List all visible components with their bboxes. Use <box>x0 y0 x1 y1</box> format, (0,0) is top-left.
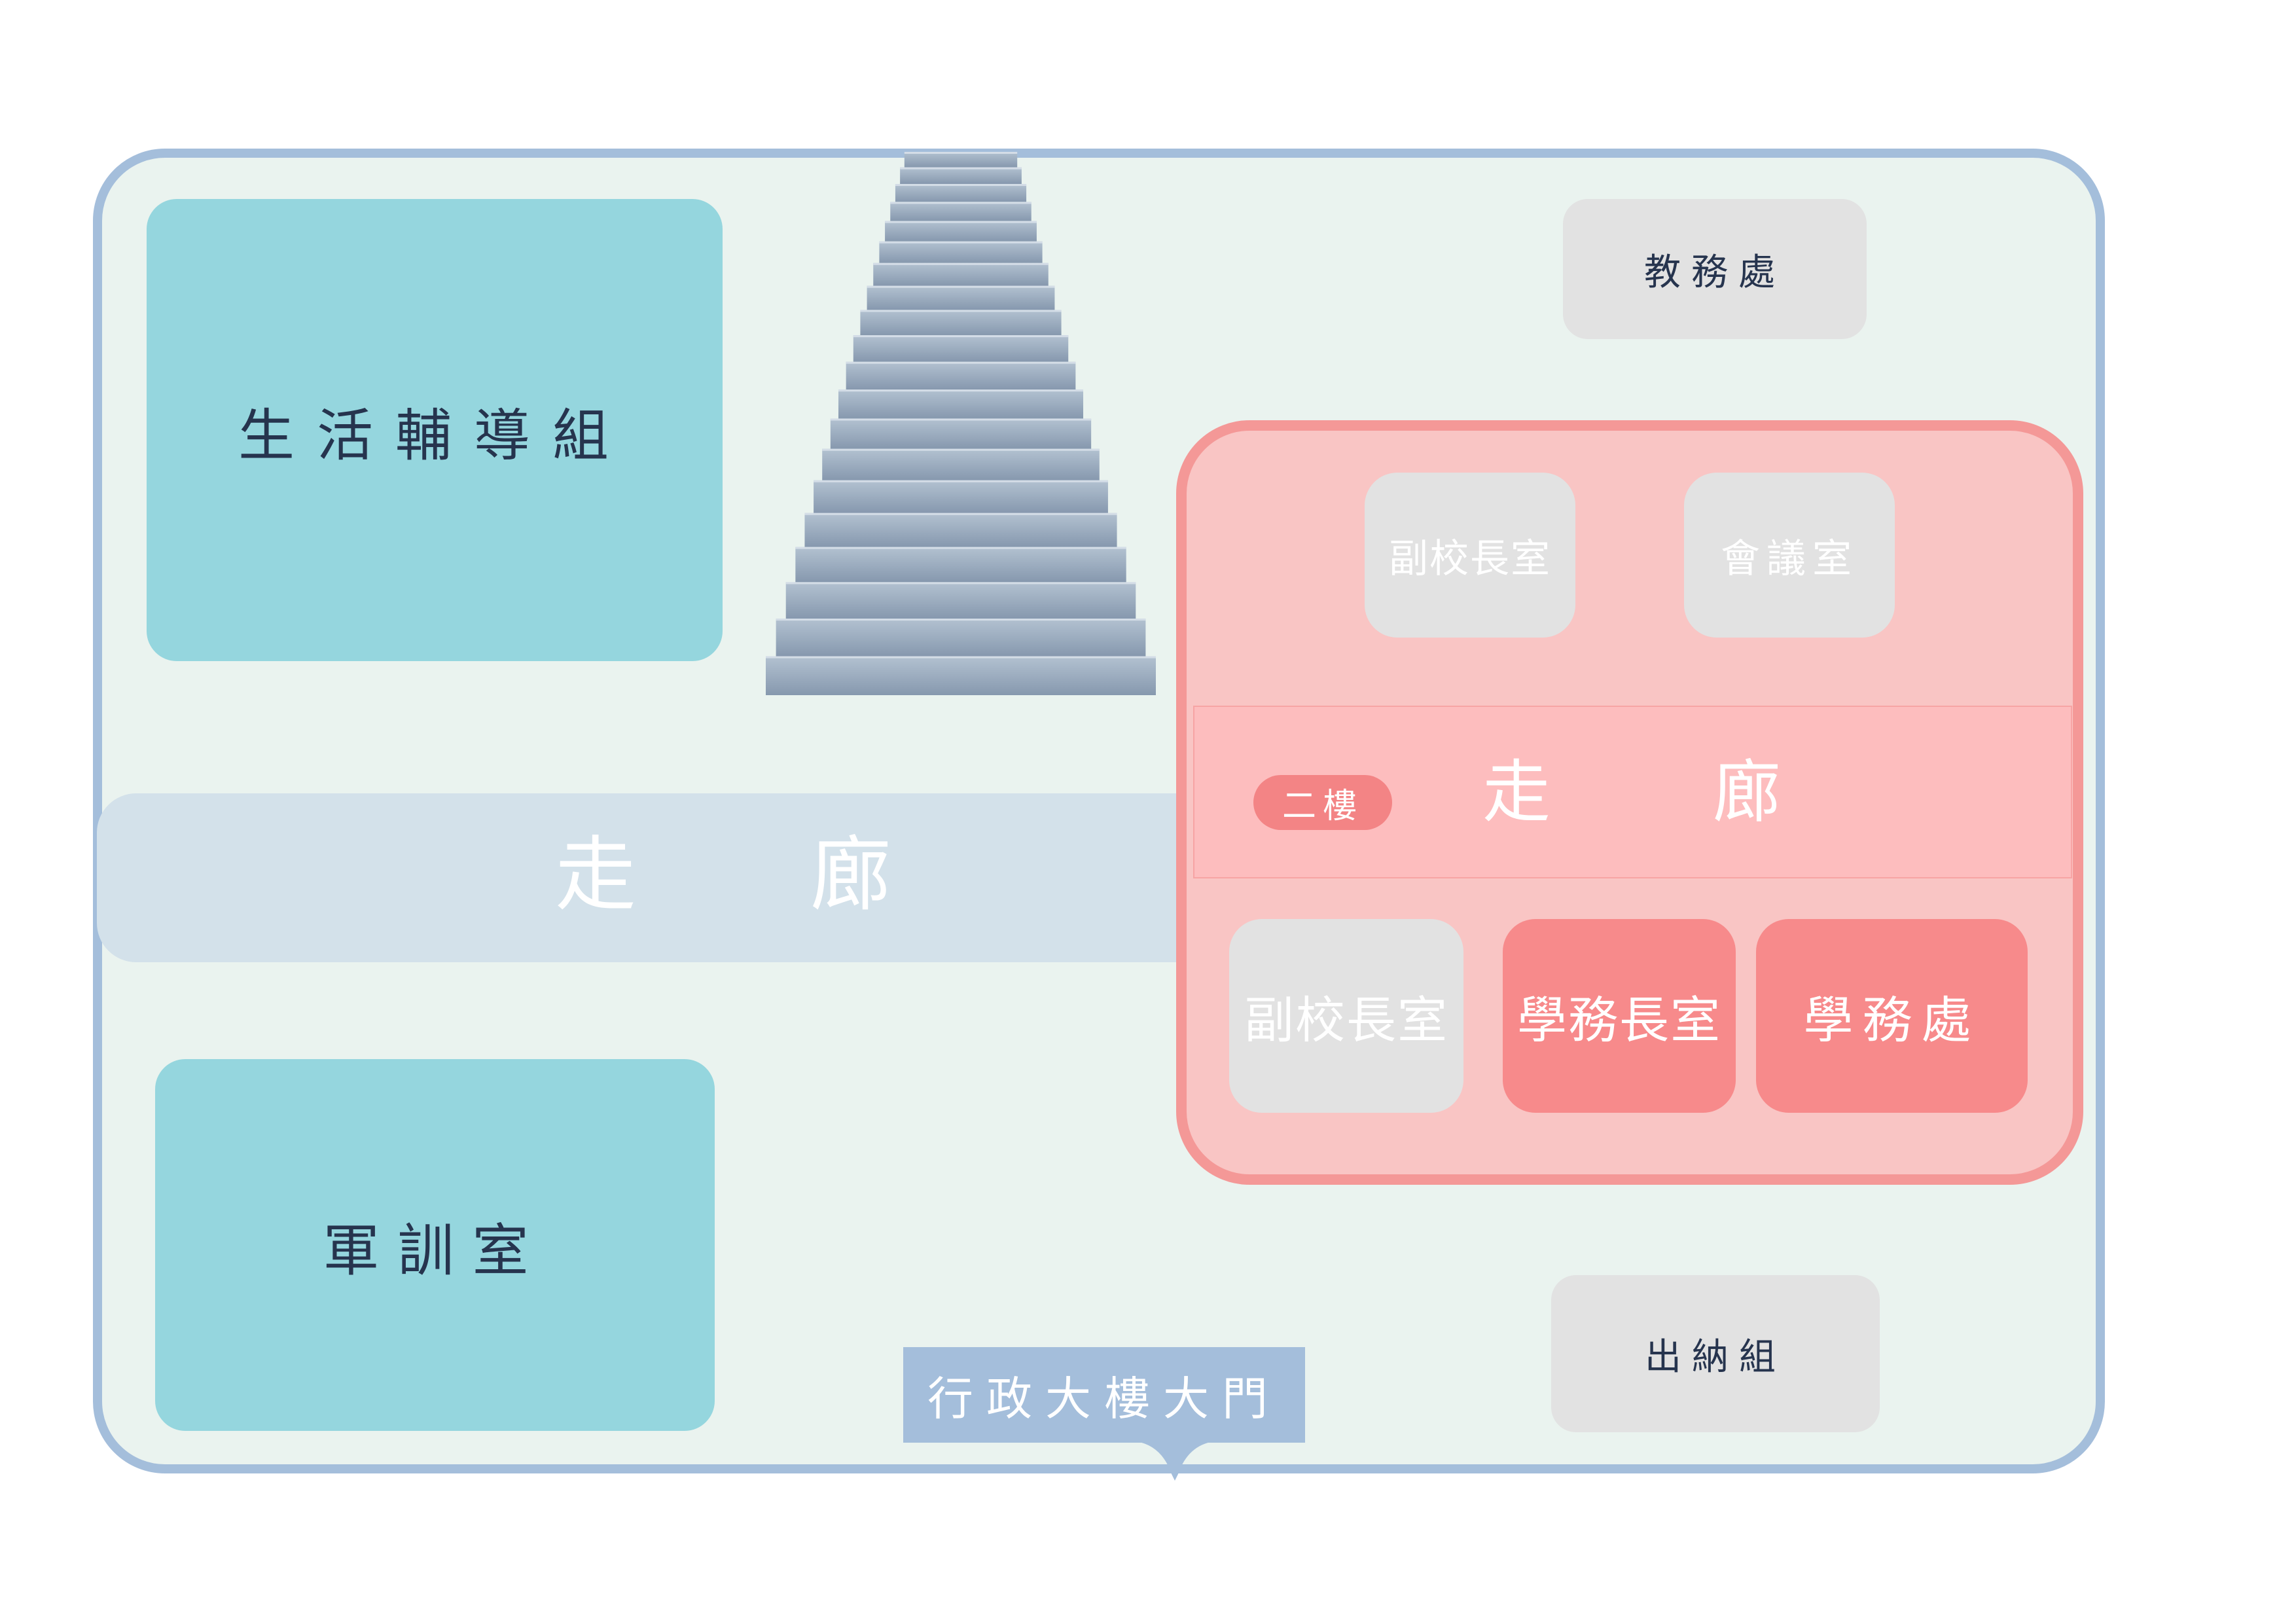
stair-step-edge <box>885 221 1037 223</box>
stair-step-edge <box>838 389 1084 392</box>
room-meeting[interactable]: 會議室 <box>1684 473 1895 638</box>
entrance-label[interactable]: 行政大樓大門 <box>903 1347 1305 1443</box>
corridor-label-char-2: 廊 <box>810 828 892 922</box>
room-vice-principal-upper[interactable]: 副校長室 <box>1365 473 1575 638</box>
entrance-text: 行政大樓大門 <box>927 1371 1281 1426</box>
room-vice-principal-lower[interactable]: 副校長室 <box>1229 919 1463 1113</box>
corridor-ground-floor: 走 廊 <box>97 793 1183 962</box>
staircase-icon <box>766 152 1156 695</box>
stair-step <box>846 361 1076 390</box>
room-military-training[interactable]: 軍訓室 <box>155 1059 715 1431</box>
stair-step-edge <box>822 448 1100 451</box>
room-life-guidance[interactable]: 生活輔導組 <box>147 199 723 661</box>
corridor-label-char-1: 走 <box>1482 752 1551 832</box>
pointer-icon <box>1116 1441 1234 1481</box>
stair-step <box>766 656 1156 695</box>
stair-step <box>814 480 1108 513</box>
stair-step-edge <box>867 285 1055 288</box>
stair-step <box>853 335 1069 362</box>
stair-step <box>830 418 1092 449</box>
room-label: 教務處 <box>1644 251 1785 294</box>
stair-step <box>860 310 1062 336</box>
stair-step <box>804 513 1117 547</box>
stair-step-edge <box>795 547 1126 549</box>
corridor-label-char-1: 走 <box>555 828 637 922</box>
stair-step-edge <box>785 582 1136 585</box>
room-label: 學務長室 <box>1517 991 1721 1049</box>
room-label: 副校長室 <box>1389 535 1551 582</box>
room-cashier[interactable]: 出納組 <box>1551 1275 1880 1432</box>
stair-step <box>822 448 1100 480</box>
floor-badge-label: 二樓 <box>1282 786 1363 826</box>
stair-step <box>879 241 1043 263</box>
stair-step-edge <box>879 241 1043 244</box>
stair-step-edge <box>804 513 1117 515</box>
stair-step-edge <box>853 335 1069 338</box>
stair-step <box>885 221 1037 242</box>
stair-step-edge <box>904 152 1018 154</box>
stair-step-edge <box>860 310 1062 312</box>
stair-step-edge <box>830 418 1092 421</box>
stair-step <box>838 389 1084 419</box>
corridor-second-floor: 走 廊 <box>1193 706 2072 878</box>
corridor-label-char-2: 廊 <box>1713 752 1782 832</box>
stair-step <box>867 285 1055 310</box>
stair-step <box>895 184 1027 202</box>
room-label: 出納組 <box>1645 1335 1786 1379</box>
stair-step <box>900 167 1022 185</box>
stair-step <box>795 547 1126 583</box>
stair-step <box>873 262 1049 286</box>
stair-step-edge <box>766 656 1156 659</box>
stair-step-edge <box>776 619 1146 621</box>
stair-step <box>785 582 1136 619</box>
room-academic-affairs[interactable]: 教務處 <box>1563 199 1867 339</box>
stair-step-edge <box>814 480 1108 482</box>
stair-step <box>776 619 1146 657</box>
floor-badge: 二樓 <box>1253 775 1392 830</box>
stair-step-edge <box>895 184 1027 187</box>
room-label: 學務處 <box>1803 991 1981 1049</box>
room-student-affairs[interactable]: 學務處 <box>1756 919 2028 1113</box>
room-dean-students[interactable]: 學務長室 <box>1503 919 1736 1113</box>
room-label: 生活輔導組 <box>238 403 631 469</box>
room-label: 副校長室 <box>1244 991 1448 1049</box>
stair-step-edge <box>846 361 1076 364</box>
stair-step-edge <box>900 167 1022 170</box>
stair-step <box>904 152 1018 168</box>
stair-step-edge <box>890 202 1031 204</box>
stair-step <box>890 202 1031 221</box>
room-label: 軍訓室 <box>323 1218 547 1284</box>
stair-step-edge <box>873 262 1049 265</box>
room-label: 會議室 <box>1721 535 1858 582</box>
